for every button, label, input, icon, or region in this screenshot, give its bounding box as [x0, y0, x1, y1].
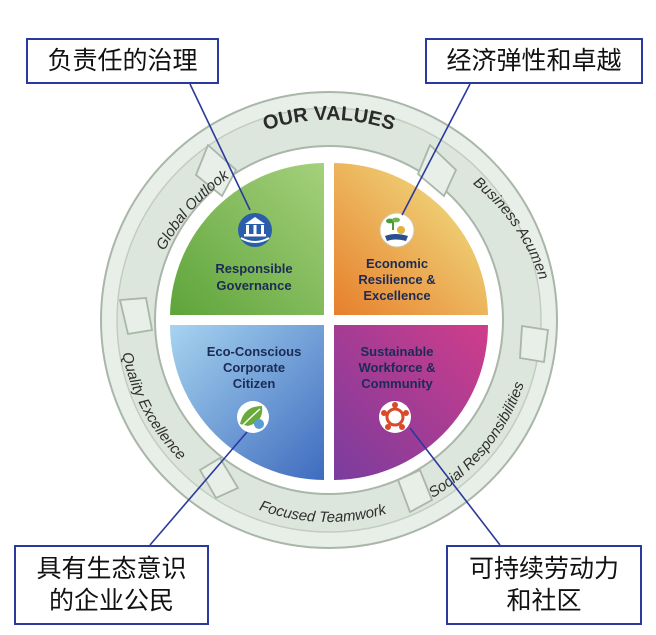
- callout-sustainable-workforce: 可持续劳动力 和社区: [446, 545, 642, 625]
- callout-tl-text: 负责任的治理: [47, 45, 198, 75]
- economic-line3: Excellence: [363, 288, 430, 303]
- sustainable-line1: Sustainable: [361, 344, 434, 359]
- callout-bl-line2: 的企业公民: [48, 586, 174, 615]
- economic-line2: Resilience &: [358, 272, 435, 287]
- callout-responsible-governance: 负责任的治理: [26, 38, 219, 84]
- callout-economic-resilience: 经济弹性和卓越: [425, 38, 643, 84]
- callout-br-line1: 可持续劳动力: [468, 553, 619, 583]
- government-building-hands-icon: [238, 213, 272, 247]
- sustainable-line2: Workforce &: [358, 360, 435, 375]
- eco-line1: Eco-Conscious: [207, 344, 302, 359]
- callout-eco-conscious: 具有生态意识 的企业公民: [14, 545, 209, 625]
- quadrant-sustainable: [334, 325, 488, 480]
- governance-line2: Governance: [216, 278, 291, 293]
- sustainable-line3: Community: [361, 376, 433, 391]
- leader-lines: [149, 83, 501, 546]
- economic-line1: Economic: [366, 256, 428, 271]
- leaf-globe-icon: [237, 401, 269, 433]
- eco-line2: Corporate: [223, 360, 285, 375]
- hand-plant-coin-icon: [379, 212, 415, 248]
- people-circle-icon: [379, 401, 411, 433]
- callout-bl-line1: 具有生态意识: [36, 553, 187, 583]
- eco-line3: Citizen: [233, 376, 276, 391]
- governance-line1: Responsible: [215, 261, 292, 276]
- callout-tr-text: 经济弹性和卓越: [446, 45, 622, 75]
- callout-br-line2: 和社区: [506, 586, 582, 615]
- ring-chevrons: [118, 143, 550, 514]
